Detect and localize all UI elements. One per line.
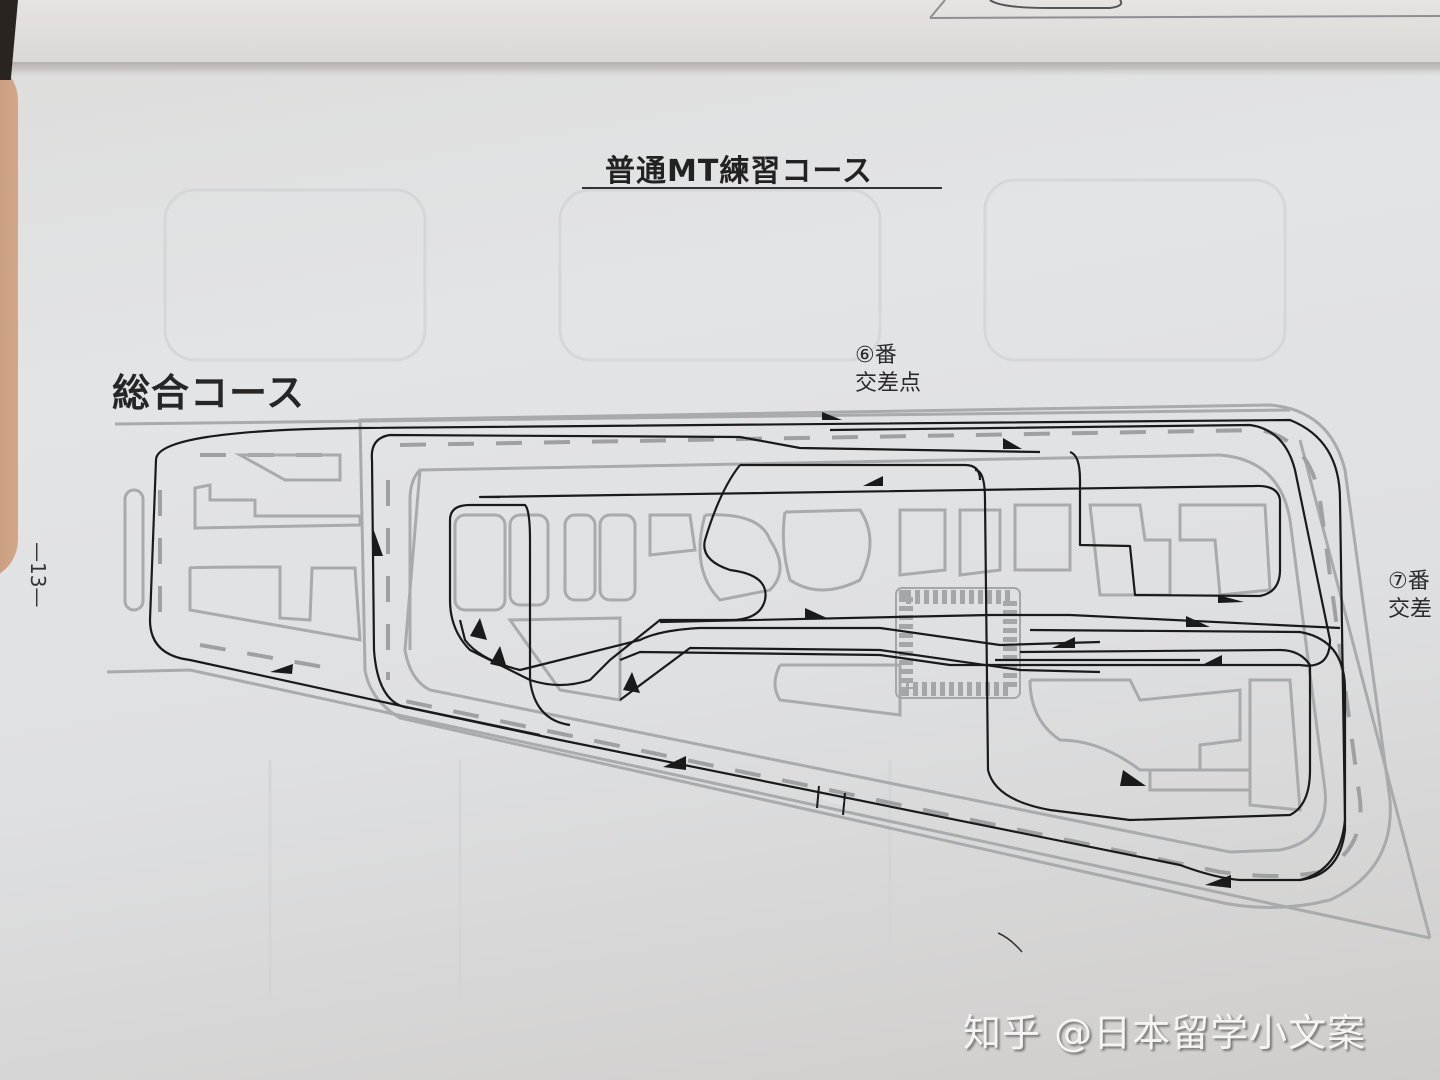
intersection-7-label: ⑦番 交差 bbox=[1388, 568, 1432, 624]
route-gap-cover bbox=[820, 794, 844, 806]
practice-route-lines bbox=[148, 418, 1347, 882]
page-number: —13— bbox=[26, 542, 50, 608]
crosswalk-outline bbox=[895, 587, 1021, 699]
direction-arrows bbox=[270, 412, 1244, 888]
section-title: 総合コース bbox=[112, 371, 306, 415]
left-area-islands bbox=[123, 453, 362, 642]
previous-page-edge bbox=[0, 0, 1440, 70]
outer-circuit-road bbox=[358, 403, 1392, 909]
intersection-7-number: ⑦番 bbox=[1388, 569, 1430, 594]
watermark: 知乎 @日本留学小文案 bbox=[963, 1011, 1367, 1055]
site-boundary bbox=[106, 408, 1432, 940]
crosswalk-square bbox=[899, 590, 1017, 696]
page-fold-shadow bbox=[0, 62, 1440, 76]
intersection-7-text: 交差 bbox=[1388, 597, 1433, 622]
intersection-6-number: ⑥番 bbox=[855, 343, 897, 368]
inner-course-islands bbox=[408, 468, 1302, 812]
pencil-mark bbox=[997, 932, 1023, 953]
finger-holding-page bbox=[0, 60, 18, 580]
intersection-6-label: ⑥番 交差点 bbox=[855, 342, 921, 398]
title-underline bbox=[582, 187, 942, 189]
intersection-6-text: 交差点 bbox=[855, 371, 922, 396]
road-gap-marker bbox=[816, 785, 846, 816]
faded-background-courses bbox=[163, 178, 1287, 1000]
page-title: 普通MT練習コース bbox=[605, 154, 873, 189]
previous-page-drawing bbox=[929, 0, 1440, 19]
